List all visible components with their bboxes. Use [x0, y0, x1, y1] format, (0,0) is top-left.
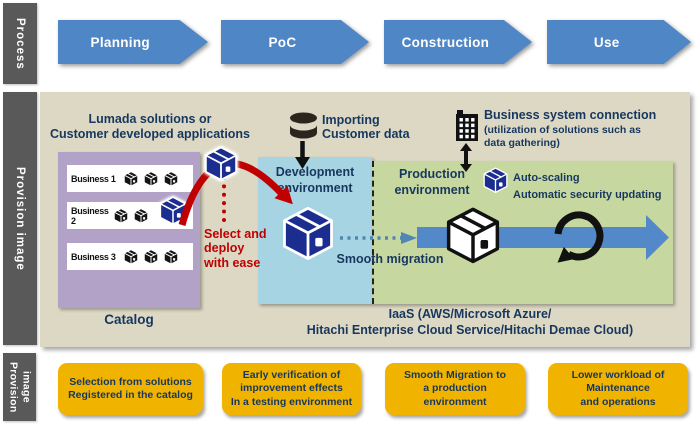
importing-customer-data-label: Importing Customer data	[322, 113, 410, 142]
process-step-construction: Construction	[384, 20, 532, 64]
chevron-arrow: PoC	[221, 20, 369, 64]
provision-side-label: Provision image	[3, 92, 37, 345]
benefits-side-label-text: Provision image	[7, 361, 33, 413]
chevron-arrow: Planning	[58, 20, 208, 64]
production-environment-label: Production environment	[394, 167, 470, 197]
step-label: Construction	[401, 34, 490, 50]
development-environment-label: Development environment	[275, 165, 355, 195]
catalog-row-business3: Business 3	[67, 243, 193, 270]
benefits-side-label: Provision image	[3, 353, 36, 421]
dev-environment-cube-icon	[280, 206, 336, 262]
connection-double-arrow-icon	[460, 143, 472, 172]
catalog-caption: Catalog	[104, 312, 154, 327]
benefit-box-3: Smooth Migration to a production environ…	[385, 363, 525, 415]
benefit-box-1: Selection from solutions Registered in t…	[58, 363, 203, 415]
chevron-arrow: Use	[547, 20, 691, 64]
chevron-arrow: Construction	[384, 20, 532, 64]
building-icon	[456, 110, 478, 141]
benefit-box-4: Lower workload of Maintenance and operat…	[548, 363, 688, 415]
smooth-migration-dotted-arrow	[340, 232, 417, 244]
deployed-cube-icon	[203, 146, 239, 182]
import-down-arrow-icon	[295, 141, 310, 169]
cube-icon	[113, 208, 129, 224]
production-cube-icon	[444, 207, 502, 265]
cube-icon	[143, 249, 159, 265]
process-step-poc: PoC	[221, 20, 369, 64]
business-system-connection-title: Business system connection	[484, 108, 657, 122]
provision-side-label-text: Provision image	[14, 166, 27, 271]
business-system-connection-sub: (utilization of solutions such as data g…	[484, 124, 641, 150]
auto-update-circular-arrow-icon	[554, 211, 604, 263]
iaas-label: IaaS (AWS/Microsoft Azure/ Hitachi Enter…	[306, 307, 634, 337]
select-deploy-note: Select and deploy with ease	[204, 227, 267, 270]
cube-icon	[123, 171, 139, 187]
catalog-row-business1: Business 1	[67, 165, 193, 192]
process-step-use: Use	[547, 20, 691, 64]
catalog-row-business2: Business 2	[67, 202, 193, 229]
step-label: Planning	[90, 34, 150, 50]
auto-scaling-label: Auto-scaling Automatic security updating	[513, 172, 662, 201]
cube-icon	[163, 249, 179, 265]
cube-icon	[123, 249, 139, 265]
red-dotted-line	[222, 176, 226, 222]
step-label: PoC	[268, 34, 297, 50]
process-side-label-text: Process	[14, 17, 27, 70]
catalog-box: Business 1 Business 2 Business 3	[58, 152, 200, 308]
step-label: Use	[593, 34, 620, 50]
business-row-label: Business 3	[71, 251, 116, 262]
process-side-label: Process	[3, 3, 37, 84]
process-step-planning: Planning	[58, 20, 208, 64]
smooth-migration-label: Smooth migration	[336, 252, 444, 266]
auto-scaling-cube-icon	[482, 167, 509, 194]
business-row-label: Business 1	[71, 173, 116, 184]
catalog-heading: Lumada solutions or Customer developed a…	[49, 112, 251, 141]
database-icon	[290, 112, 317, 139]
cube-icon	[133, 208, 149, 224]
business-row-label: Business 2	[71, 205, 109, 226]
benefit-box-2: Early verification of improvement effect…	[222, 363, 361, 415]
